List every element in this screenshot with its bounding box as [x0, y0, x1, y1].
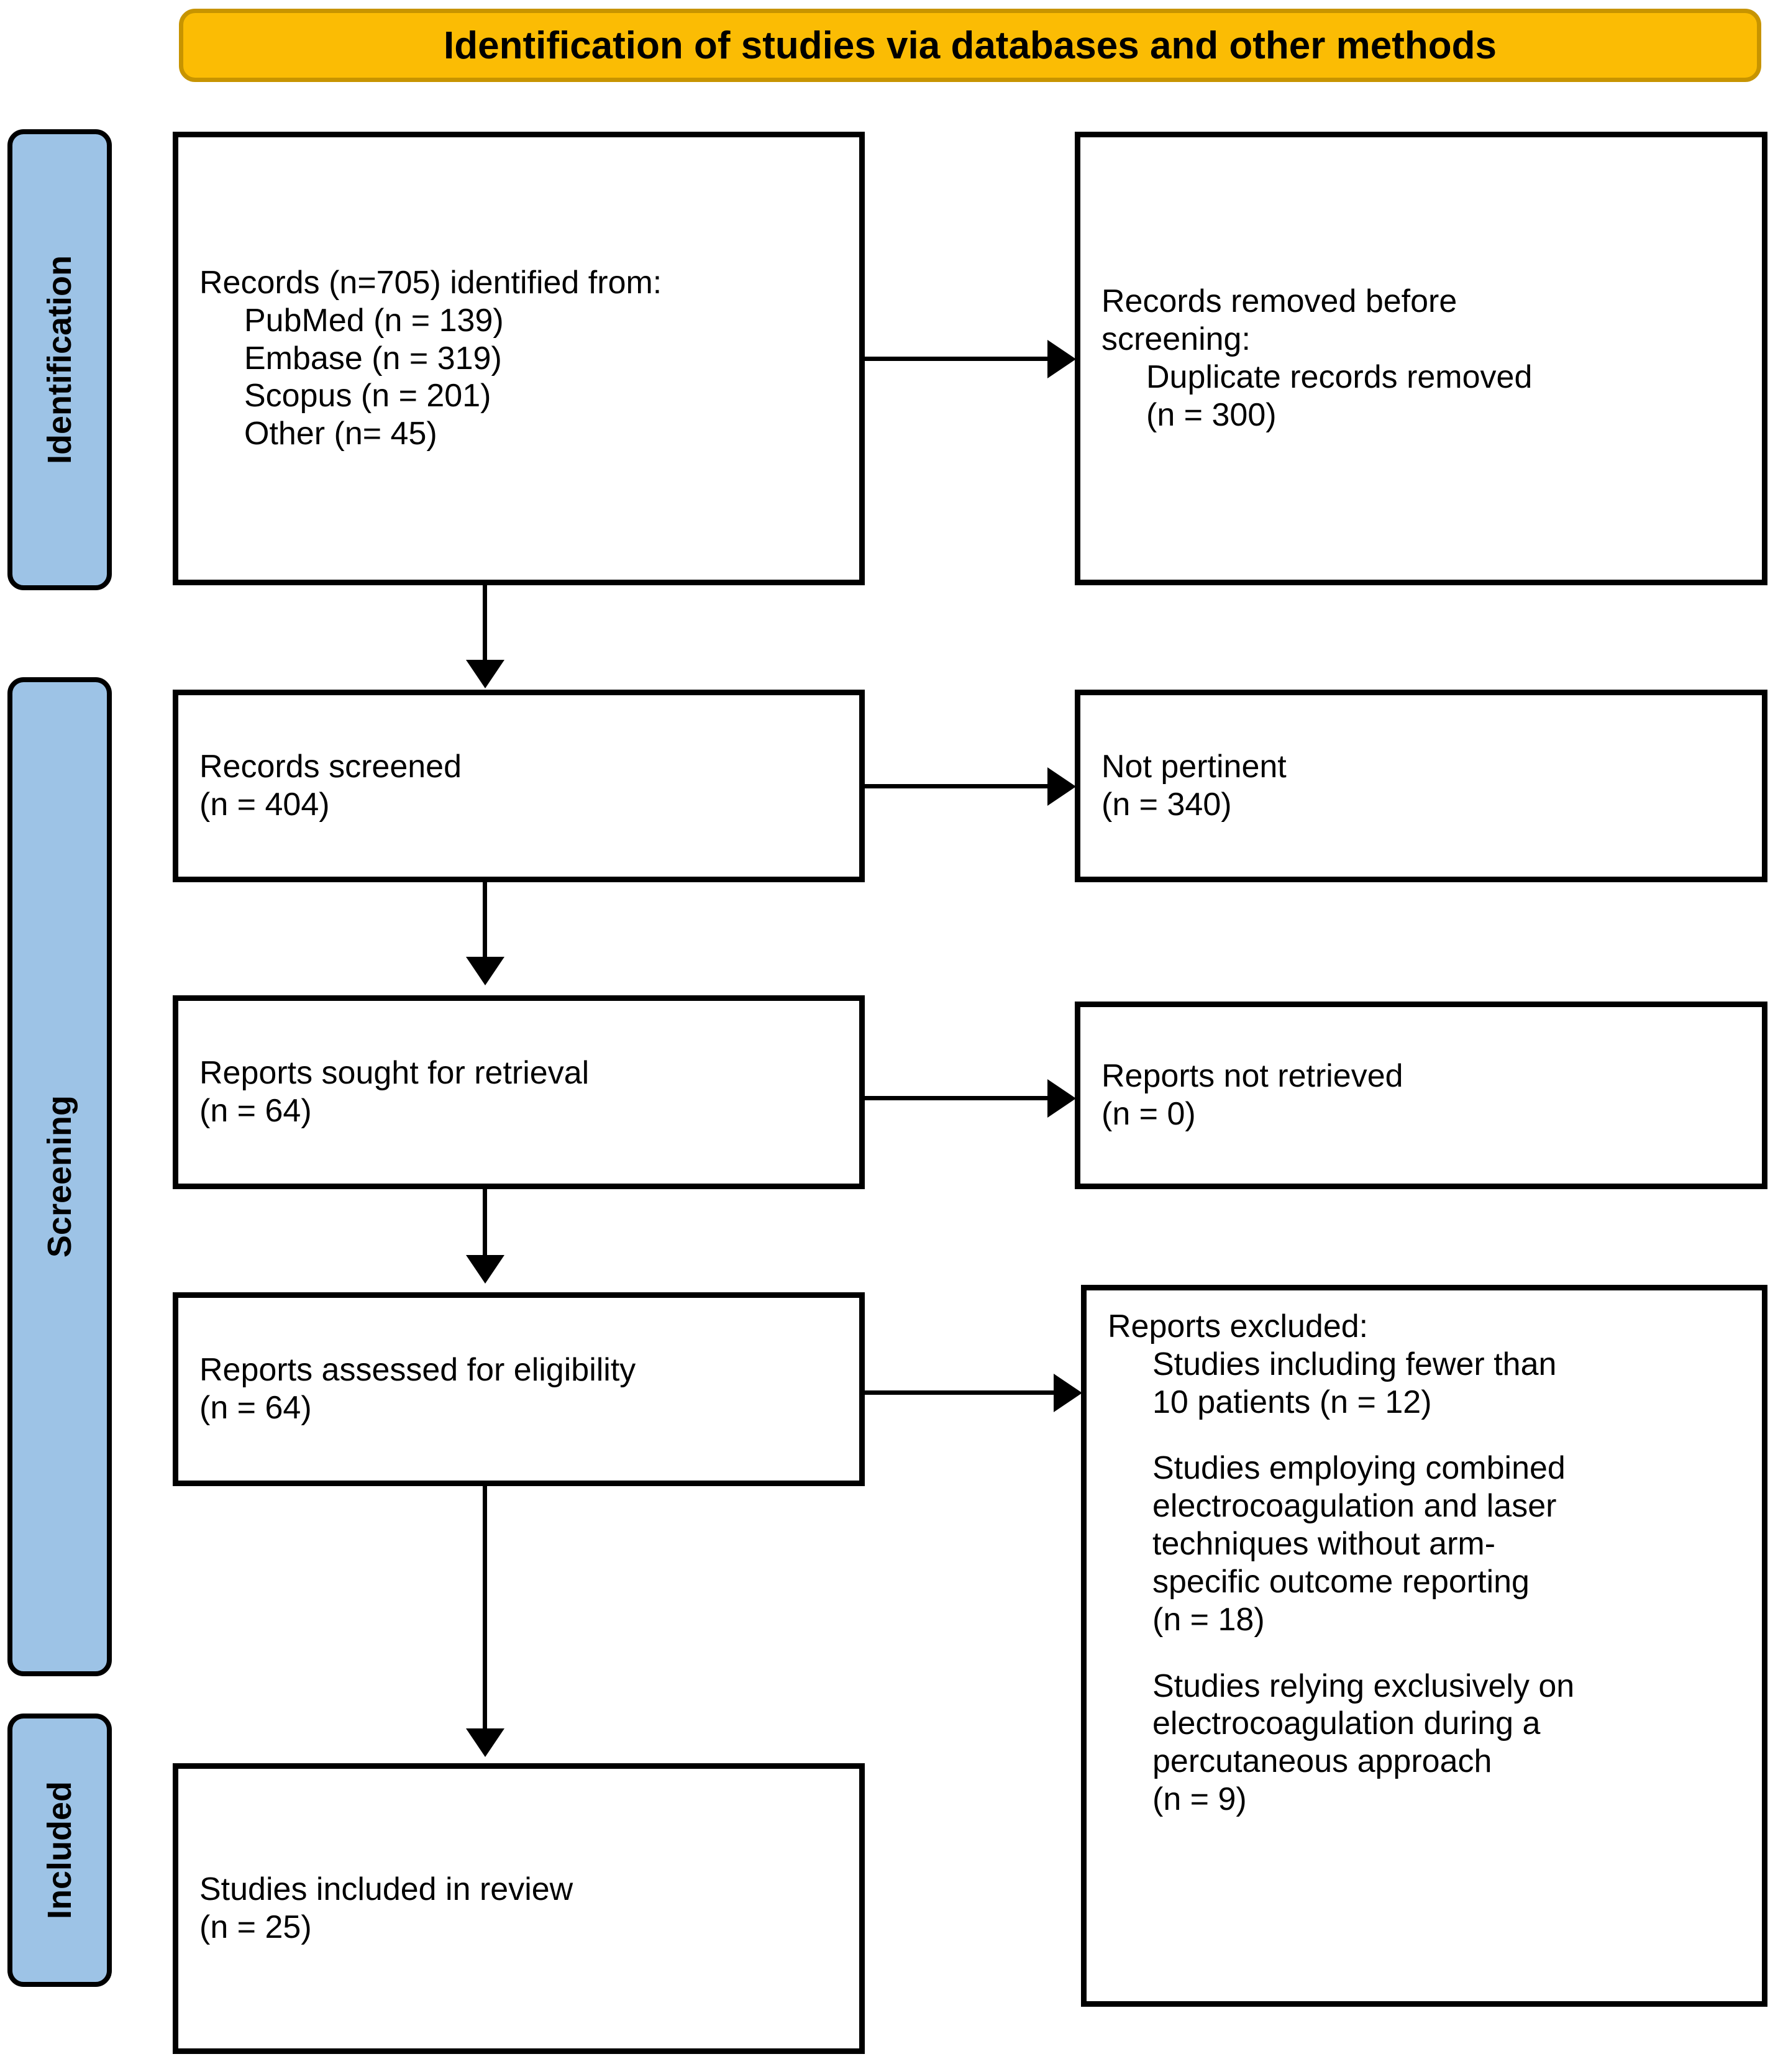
arrow-down-icon-2	[466, 957, 504, 985]
records-identified-line-1: Records (n=705) identified from:	[199, 264, 662, 301]
connector-assessed-to-excluded	[865, 1390, 1057, 1395]
stage-rail-included: Included	[7, 1714, 112, 1987]
reports-excluded-reason2-count: (n = 18)	[1152, 1601, 1265, 1638]
studies-included-label: Studies included in review	[199, 1871, 573, 1908]
records-removed-line-1: Records removed before	[1101, 283, 1741, 321]
reports-excluded-reason2-line1: Studies employing combined	[1152, 1450, 1566, 1487]
records-identified-pubmed: PubMed (n = 139)	[244, 302, 504, 339]
reports-excluded-reason3-line3: percutaneous approach	[1152, 1743, 1492, 1780]
reports-excluded-reason2-line2: electrocoagulation and laser	[1152, 1488, 1557, 1525]
arrow-down-icon-3	[466, 1255, 504, 1284]
records-screened-count: (n = 404)	[199, 787, 330, 823]
not-pertinent-label: Not pertinent	[1101, 749, 1287, 785]
box-reports-sought-for-retrieval: Reports sought for retrieval (n = 64)	[173, 995, 865, 1189]
arrow-down-icon-1	[466, 660, 504, 688]
connector-screened-to-notpertinent	[865, 784, 1051, 788]
reports-excluded-reason1-line1: Studies including fewer than	[1152, 1346, 1557, 1382]
arrow-right-icon-1	[1047, 340, 1076, 378]
box-records-screened: Records screened (n = 404)	[173, 690, 865, 882]
reports-excluded-reason3-line2: electrocoagulation during a	[1152, 1705, 1541, 1742]
diagram-title-banner: Identification of studies via databases …	[179, 9, 1761, 82]
box-reports-not-retrieved: Reports not retrieved (n = 0)	[1075, 1002, 1767, 1189]
stage-rail-screening: Screening	[7, 677, 112, 1676]
connector-sought-to-assessed	[483, 1189, 487, 1259]
not-pertinent-count: (n = 340)	[1101, 787, 1232, 823]
box-not-pertinent: Not pertinent (n = 340)	[1075, 690, 1767, 882]
connector-screened-to-sought	[483, 882, 487, 962]
connector-assessed-to-included	[483, 1486, 487, 1733]
spacer-2	[1108, 1639, 1741, 1668]
box-reports-excluded: Reports excluded: Studies including fewe…	[1081, 1285, 1767, 2007]
connector-identified-to-removed	[865, 357, 1051, 361]
records-removed-count: (n = 300)	[1146, 396, 1277, 433]
connector-identified-to-screened	[483, 585, 487, 666]
records-identified-embase: Embase (n = 319)	[244, 340, 502, 377]
records-identified-other: Other (n= 45)	[244, 416, 437, 452]
box-studies-included-in-review: Studies included in review (n = 25)	[173, 1763, 865, 2054]
reports-excluded-reason3-line1: Studies relying exclusively on	[1152, 1668, 1575, 1704]
studies-included-count: (n = 25)	[199, 1909, 312, 1945]
spacer-1	[1108, 1421, 1741, 1449]
page-title: Identification of studies via databases …	[444, 24, 1497, 67]
records-removed-before-em: before	[1365, 283, 1457, 320]
records-removed-colon: :	[1241, 321, 1251, 358]
box-records-identified: Records (n=705) identified from: PubMed …	[173, 132, 865, 585]
reports-sought-label: Reports sought for retrieval	[199, 1055, 590, 1092]
arrow-right-icon-2	[1047, 767, 1076, 806]
stage-rail-identification: Identification	[7, 129, 112, 590]
reports-assessed-count: (n = 64)	[199, 1390, 312, 1426]
reports-not-retrieved-label: Reports not retrieved	[1101, 1058, 1403, 1095]
stage-rail-screening-label: Screening	[41, 1095, 78, 1258]
reports-excluded-reason1-line2: 10 patients (n = 12)	[1152, 1384, 1432, 1420]
records-identified-scopus: Scopus (n = 201)	[244, 378, 491, 414]
reports-not-retrieved-count: (n = 0)	[1101, 1096, 1196, 1132]
reports-sought-count: (n = 64)	[199, 1093, 312, 1129]
connector-sought-to-notretrieved	[865, 1096, 1051, 1100]
stage-rail-included-label: Included	[41, 1781, 78, 1919]
arrow-right-icon-3	[1047, 1079, 1076, 1118]
records-removed-line-2: screening:	[1101, 321, 1741, 358]
arrow-down-icon-4	[466, 1728, 504, 1757]
reports-excluded-reason2-line4: specific outcome reporting	[1152, 1563, 1530, 1600]
records-removed-text: Records removed	[1101, 283, 1366, 320]
box-records-removed-before-screening: Records removed before screening: Duplic…	[1075, 132, 1767, 585]
reports-excluded-reason2-line3: techniques without arm-	[1152, 1526, 1496, 1563]
records-screened-label: Records screened	[199, 749, 462, 785]
reports-excluded-reason3-count: (n = 9)	[1152, 1781, 1247, 1818]
box-reports-assessed-for-eligibility: Reports assessed for eligibility (n = 64…	[173, 1292, 865, 1486]
records-removed-screening-em: screening	[1101, 321, 1242, 358]
stage-rail-identification-label: Identification	[41, 255, 78, 464]
reports-assessed-label: Reports assessed for eligibility	[199, 1352, 636, 1389]
arrow-right-icon-4	[1054, 1374, 1082, 1412]
records-removed-duplicate: Duplicate records removed	[1146, 359, 1533, 395]
reports-excluded-heading: Reports excluded:	[1108, 1308, 1369, 1344]
